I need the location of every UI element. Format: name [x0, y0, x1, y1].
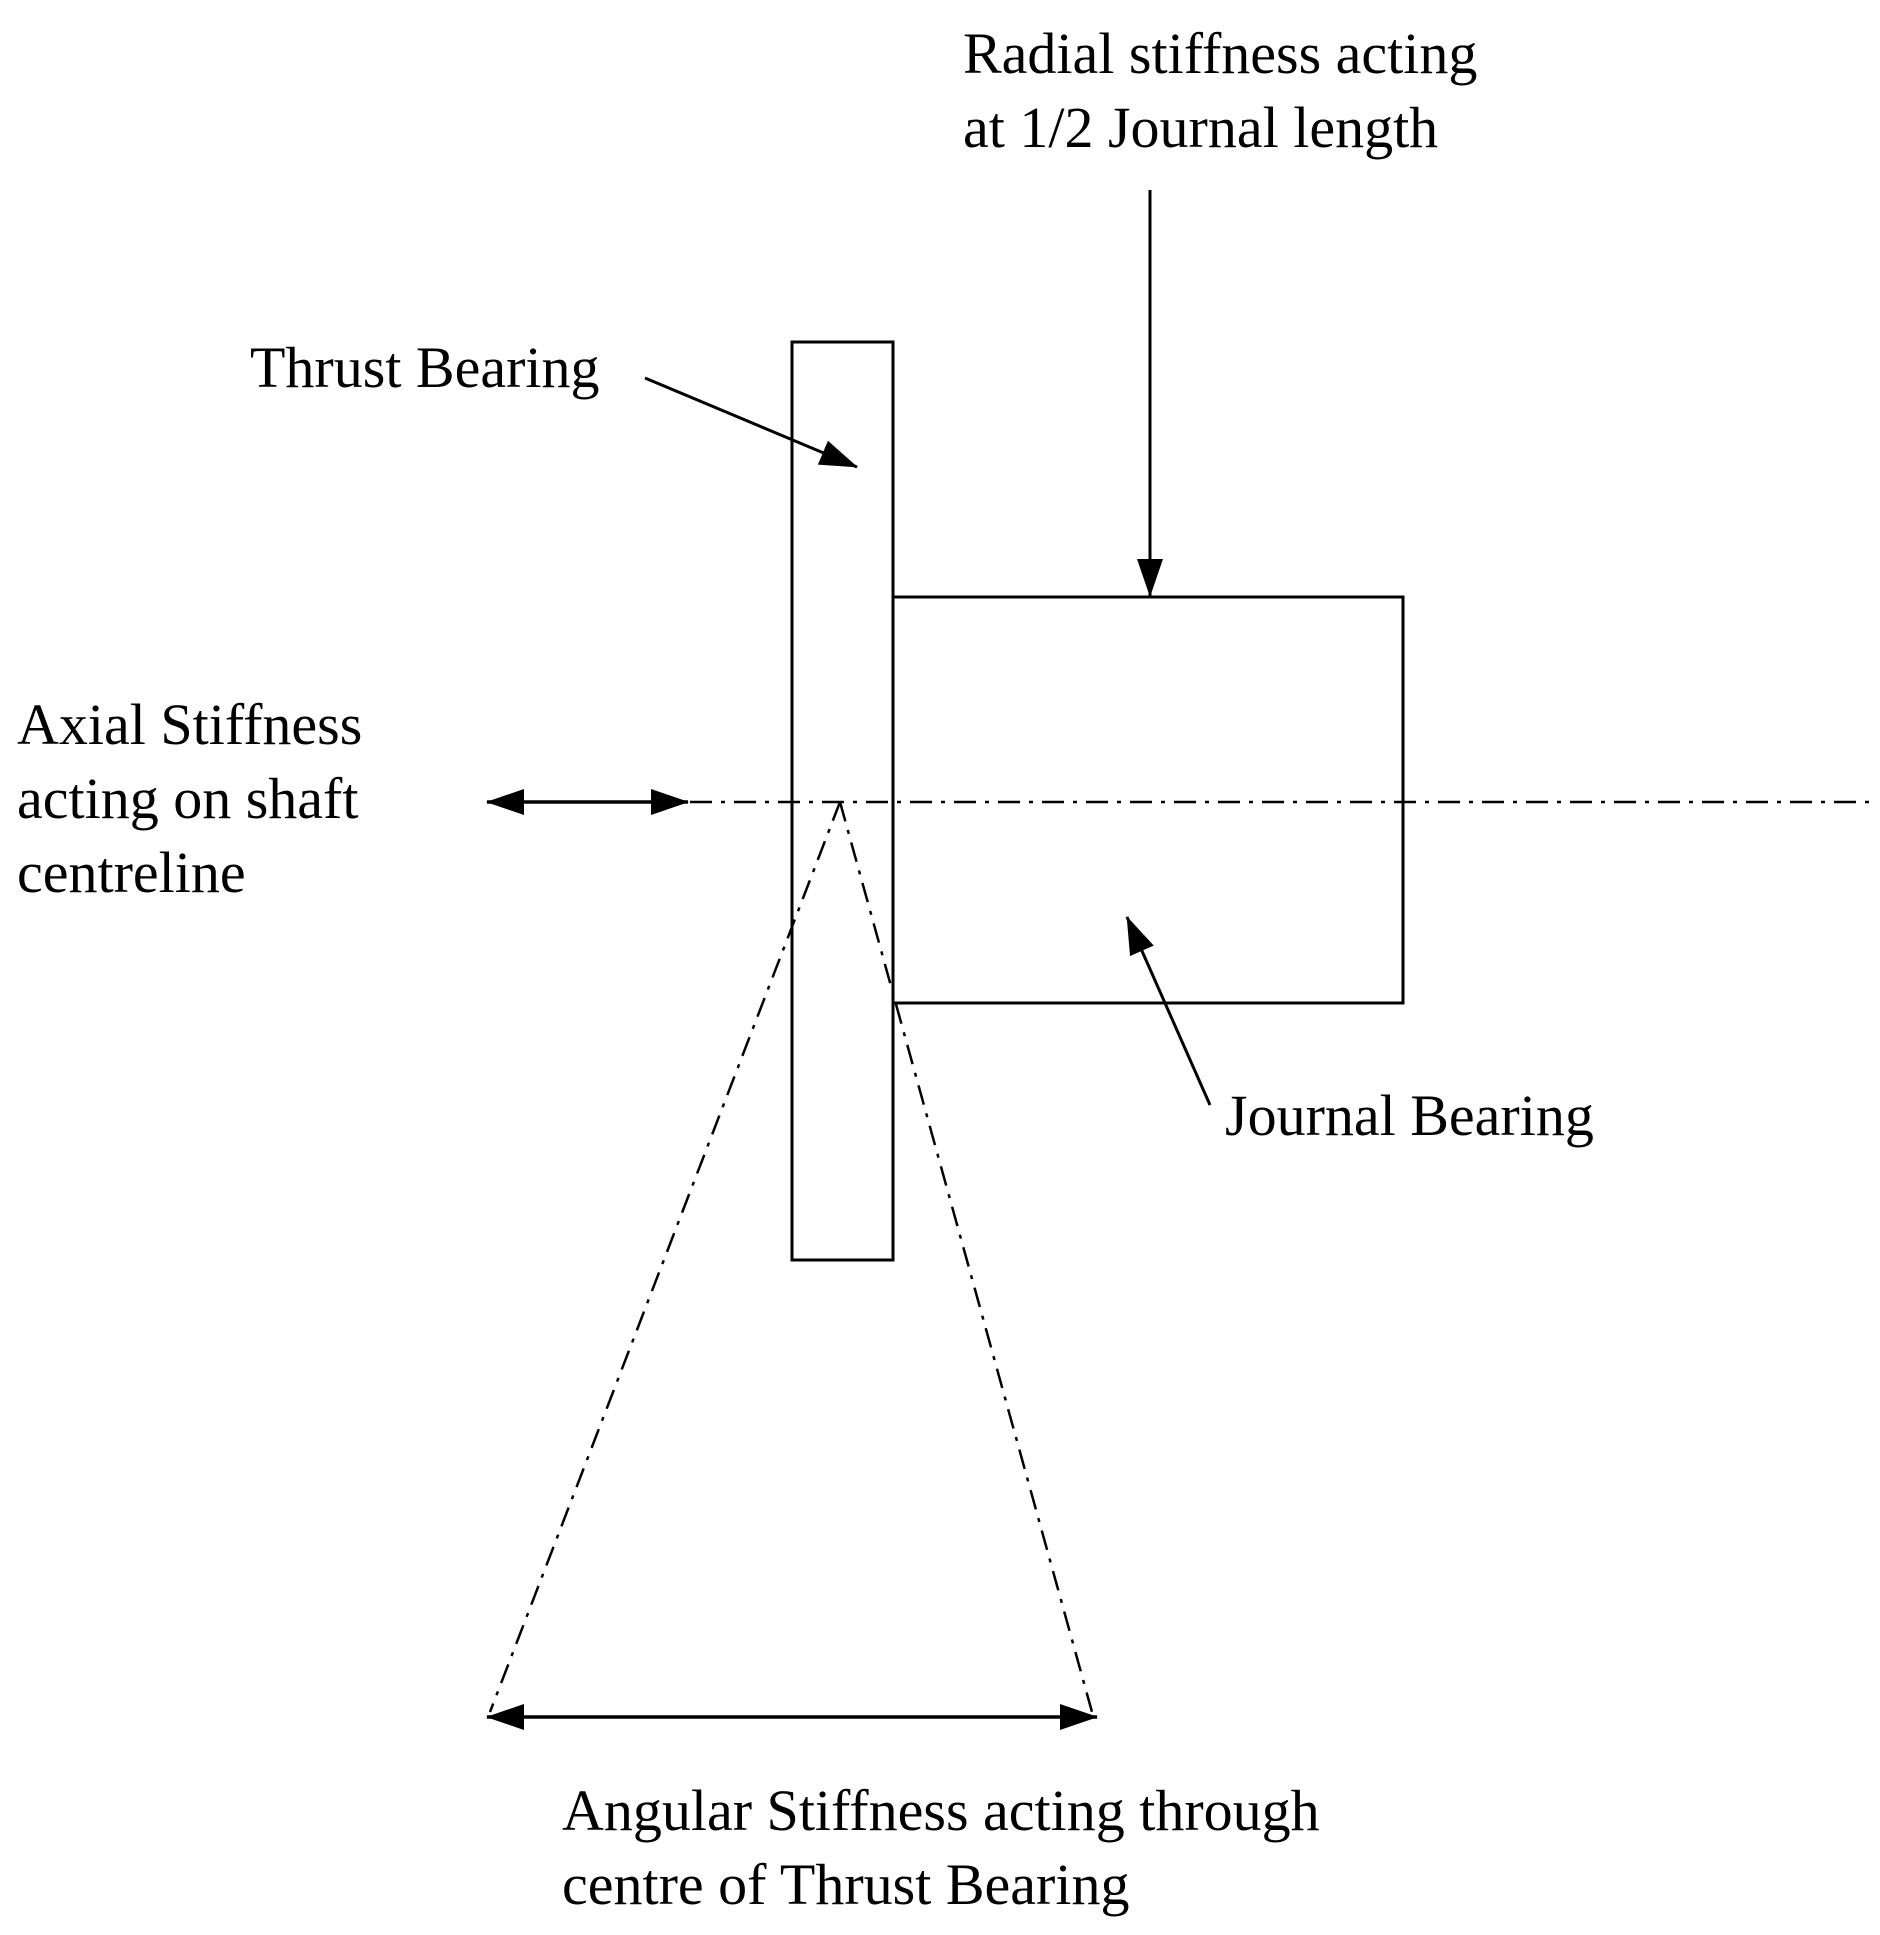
axial-stiffness-label-line1: Axial Stiffness — [17, 692, 362, 757]
journal-bearing-rect — [893, 595, 1405, 1005]
radial-stiffness-label-line1: Radial stiffness acting — [963, 21, 1477, 86]
thrust-bearing-leader-arrow — [644, 376, 858, 469]
journal-bearing-label: Journal Bearing — [1225, 1083, 1594, 1148]
axial-stiffness-label-line2: acting on shaft — [17, 766, 358, 831]
journal-bearing-leader-arrow — [1125, 916, 1212, 1106]
thrust-bearing-label: Thrust Bearing — [250, 335, 600, 400]
angular-stiffness-label-line2: centre of Thrust Bearing — [562, 1852, 1129, 1917]
angular-cone-right-line — [838, 801, 1094, 1713]
radial-stiffness-label-line2: at 1/2 Journal length — [963, 95, 1438, 160]
axial-stiffness-label-line3: centreline — [17, 840, 246, 905]
angular-stiffness-label-line1: Angular Stiffness acting through — [562, 1778, 1320, 1843]
thrust-bearing-rect — [790, 340, 895, 1262]
angular-cone-left-line — [488, 801, 842, 1713]
